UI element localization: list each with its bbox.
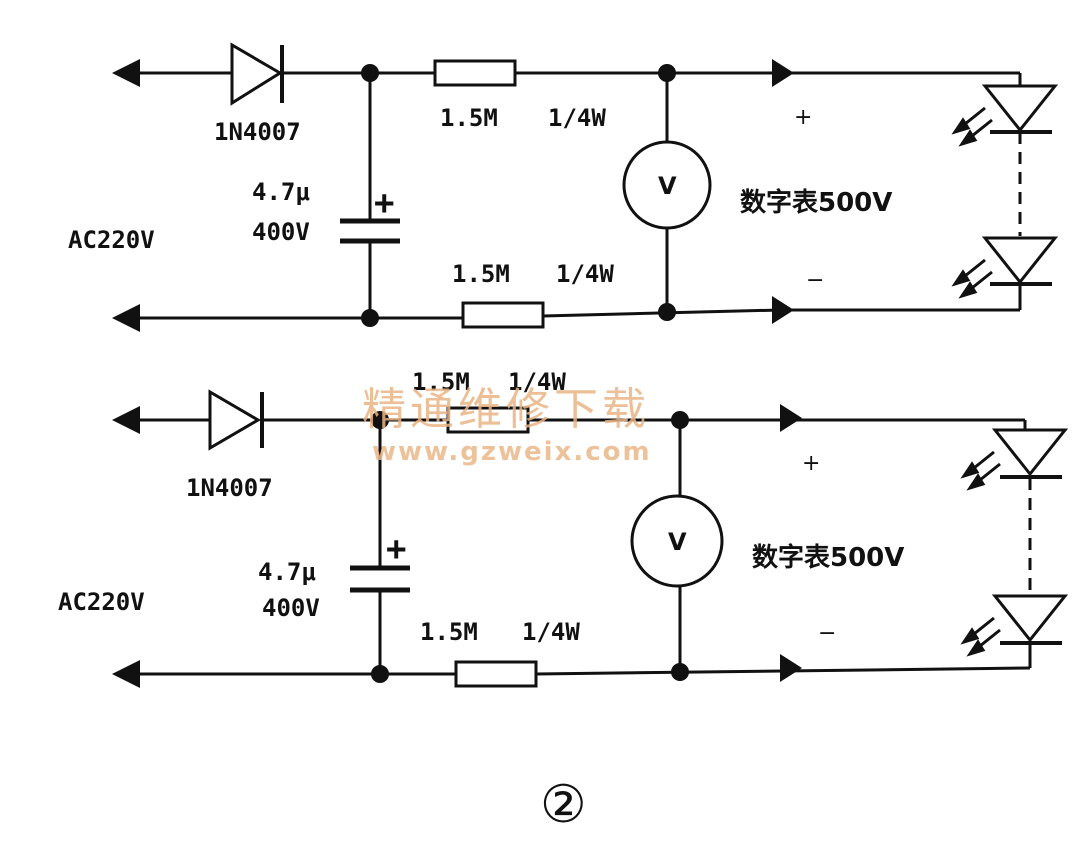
watermark: 精通维修下载 www.gzweix.com bbox=[362, 384, 652, 467]
terminal-arrow-right bbox=[772, 296, 794, 324]
minus-sign: − bbox=[806, 268, 824, 293]
led-symbol-top bbox=[960, 428, 1069, 491]
terminal-arrow-left bbox=[112, 304, 140, 332]
capacitor-voltage-label: 400V bbox=[252, 218, 310, 246]
junction-dot bbox=[361, 309, 379, 327]
watermark-title: 精通维修下载 bbox=[362, 384, 650, 435]
resistor-top-power: 1/4W bbox=[548, 104, 606, 132]
diagram-b-symbols bbox=[112, 389, 1069, 688]
junction-dot bbox=[671, 411, 689, 429]
voltmeter-symbol-label: V bbox=[668, 528, 687, 556]
terminal-arrow-right bbox=[772, 59, 794, 87]
terminal-arrow-right bbox=[780, 654, 802, 682]
source-label: AC220V bbox=[58, 588, 145, 616]
resistor-top-power: 1/4W bbox=[508, 368, 566, 396]
capacitor-plus-sign: + bbox=[374, 183, 394, 223]
watermark-url: www.gzweix.com bbox=[372, 437, 652, 467]
junction-dot bbox=[371, 665, 389, 683]
resistor-bottom bbox=[454, 660, 538, 688]
meter-label: 数字表500V bbox=[752, 542, 904, 573]
voltmeter-symbol bbox=[622, 140, 712, 230]
resistor-bottom-power: 1/4W bbox=[522, 618, 580, 646]
plus-sign: + bbox=[794, 105, 812, 130]
junction-dot bbox=[671, 663, 689, 681]
capacitor-value-label: 4.7μ bbox=[252, 178, 310, 206]
capacitor-voltage-label: 400V bbox=[262, 594, 320, 622]
diode-label: 1N4007 bbox=[214, 118, 301, 146]
capacitor-symbol bbox=[340, 218, 400, 244]
diagram-a-symbols bbox=[112, 42, 1059, 332]
junction-dot bbox=[658, 64, 676, 82]
voltmeter-symbol-label: V bbox=[658, 172, 677, 200]
diagram-a bbox=[120, 71, 1022, 320]
diode-label: 1N4007 bbox=[186, 474, 273, 502]
figure-number: ② bbox=[540, 775, 587, 835]
diagram-a-labels: 1N4007 AC220V 4.7μ 400V + 1.5M 1/4W 1.5M… bbox=[68, 104, 892, 293]
led-symbol-bottom bbox=[951, 236, 1059, 299]
led-symbol-bottom bbox=[960, 594, 1069, 657]
resistor-top bbox=[446, 406, 530, 434]
meter-label: 数字表500V bbox=[740, 187, 892, 218]
terminal-arrow-left bbox=[112, 406, 140, 434]
junction-dot bbox=[371, 411, 389, 429]
diode-symbol bbox=[230, 42, 284, 106]
resistor-top-value: 1.5M bbox=[412, 368, 470, 396]
source-label: AC220V bbox=[68, 226, 155, 254]
diode-symbol bbox=[208, 389, 264, 451]
diagram-b-labels: 1N4007 AC220V 4.7μ 400V + 1.5M 1/4W 1.5M… bbox=[58, 368, 904, 646]
capacitor-symbol bbox=[350, 565, 410, 593]
resistor-top bbox=[433, 59, 517, 87]
minus-sign: − bbox=[818, 621, 836, 646]
plus-sign: + bbox=[802, 451, 820, 476]
junction-dot bbox=[658, 303, 676, 321]
resistor-bottom-value: 1.5M bbox=[420, 618, 478, 646]
led-symbol-top bbox=[951, 84, 1059, 147]
voltmeter-symbol bbox=[630, 494, 724, 588]
capacitor-value-label: 4.7μ bbox=[258, 558, 316, 586]
terminal-arrow-left bbox=[112, 660, 140, 688]
resistor-bottom bbox=[461, 301, 545, 329]
resistor-bottom-value: 1.5M bbox=[452, 260, 510, 288]
terminal-arrow-left bbox=[112, 59, 140, 87]
resistor-top-value: 1.5M bbox=[440, 104, 498, 132]
resistor-bottom-power: 1/4W bbox=[556, 260, 614, 288]
terminal-arrow-right bbox=[780, 404, 802, 432]
capacitor-plus-sign: + bbox=[386, 529, 406, 569]
junction-dot bbox=[361, 64, 379, 82]
